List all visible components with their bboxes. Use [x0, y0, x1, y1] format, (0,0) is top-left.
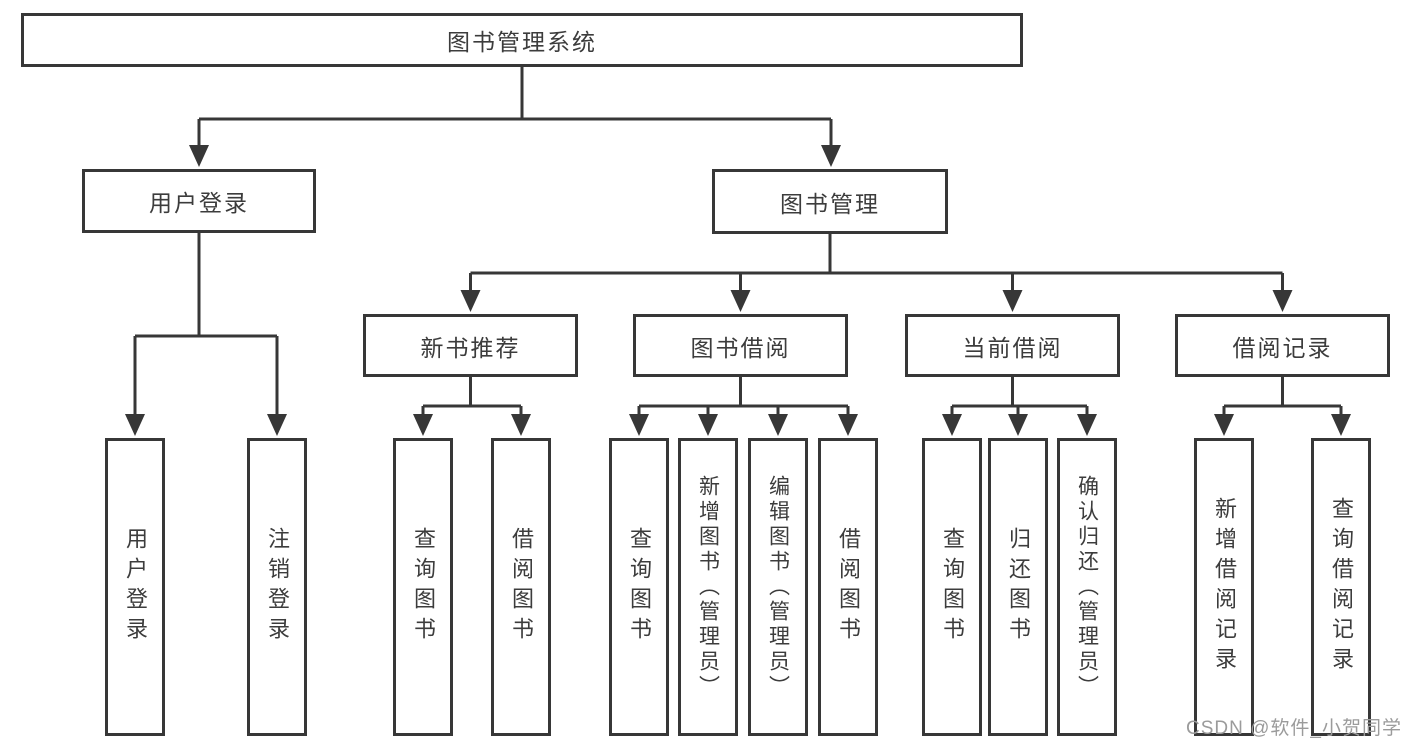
- node-book-borrow: 图书借阅: [633, 314, 848, 377]
- watermark: CSDN @软件_小贺同学: [1186, 718, 1402, 739]
- edge-current-borrow-to-leaves: [942, 375, 1097, 436]
- node-label: 新增借阅记录: [1212, 497, 1237, 677]
- node-leaf-add-book-admin: 新增图书（管理员）: [678, 438, 738, 736]
- arrow-down-icon: [1002, 290, 1023, 312]
- node-label: 查询借阅记录: [1329, 497, 1354, 677]
- node-label: 借阅图书: [509, 527, 534, 647]
- node-label: 用户登录: [123, 527, 148, 647]
- node-label: 图书借阅: [690, 334, 791, 361]
- arrow-down-icon: [768, 414, 788, 436]
- node-leaf-edit-book-admin: 编辑图书（管理员）: [748, 438, 808, 736]
- arrow-down-icon: [1077, 414, 1097, 436]
- arrow-down-icon: [511, 414, 531, 436]
- node-label: 图书管理系统: [447, 29, 597, 55]
- arrow-down-icon: [821, 145, 841, 167]
- arrow-down-icon: [189, 145, 209, 167]
- node-leaf-query-book-rec: 查询图书: [393, 438, 453, 736]
- node-leaf-borrow-book: 借阅图书: [818, 438, 878, 736]
- edge-new-book-rec-to-leaves: [413, 375, 531, 436]
- edge-root-to-level2: [189, 64, 841, 167]
- arrow-down-icon: [1008, 414, 1028, 436]
- node-leaf-query-book-borrow: 查询图书: [609, 438, 669, 736]
- node-label: 编辑图书（管理员）: [766, 474, 790, 700]
- node-leaf-return-book: 归还图书: [988, 438, 1048, 736]
- arrow-down-icon: [1214, 414, 1234, 436]
- arrow-down-icon: [698, 414, 718, 436]
- node-label: 归还图书: [1006, 527, 1031, 647]
- node-root: 图书管理系统: [21, 13, 1023, 67]
- arrow-down-icon: [413, 414, 433, 436]
- node-new-book-rec: 新书推荐: [363, 314, 578, 377]
- node-user-login: 用户登录: [82, 169, 316, 233]
- node-leaf-logout: 注销登录: [247, 438, 307, 736]
- node-label: 当前借阅: [962, 334, 1063, 361]
- node-label: 查询图书: [411, 527, 436, 647]
- node-label: 用户登录: [149, 190, 249, 216]
- node-leaf-borrow-book-rec: 借阅图书: [491, 438, 551, 736]
- arrow-down-icon: [460, 290, 481, 312]
- node-leaf-query-borrow-record: 查询借阅记录: [1311, 438, 1371, 736]
- arrow-down-icon: [1272, 290, 1293, 312]
- node-label: 借阅图书: [836, 527, 861, 647]
- arrow-down-icon: [730, 290, 751, 312]
- node-label: 注销登录: [265, 527, 290, 647]
- arrow-down-icon: [942, 414, 962, 436]
- node-leaf-query-book-current: 查询图书: [922, 438, 982, 736]
- arrow-down-icon: [629, 414, 649, 436]
- node-label: 新书推荐: [420, 334, 521, 361]
- node-leaf-add-borrow-record: 新增借阅记录: [1194, 438, 1254, 736]
- edge-user-login-to-leaves: [125, 231, 287, 436]
- node-leaf-user-login: 用户登录: [105, 438, 165, 736]
- arrow-down-icon: [125, 414, 145, 436]
- node-leaf-confirm-return-admin: 确认归还（管理员）: [1057, 438, 1117, 736]
- node-book-mgmt: 图书管理: [712, 169, 948, 234]
- node-current-borrow: 当前借阅: [905, 314, 1120, 377]
- edge-borrow-records-to-leaves: [1214, 375, 1351, 436]
- node-label: 查询图书: [940, 527, 965, 647]
- node-borrow-records: 借阅记录: [1175, 314, 1390, 377]
- node-label: 图书管理: [780, 190, 880, 217]
- arrow-down-icon: [1331, 414, 1351, 436]
- edge-book-mgmt-to-level3: [460, 232, 1293, 312]
- edge-book-borrow-to-leaves: [629, 375, 858, 436]
- node-label: 查询图书: [627, 527, 652, 647]
- node-label: 确认归还（管理员）: [1075, 474, 1099, 700]
- arrow-down-icon: [267, 414, 287, 436]
- node-label: 新增图书（管理员）: [696, 474, 720, 700]
- node-label: 借阅记录: [1232, 334, 1333, 361]
- arrow-down-icon: [838, 414, 858, 436]
